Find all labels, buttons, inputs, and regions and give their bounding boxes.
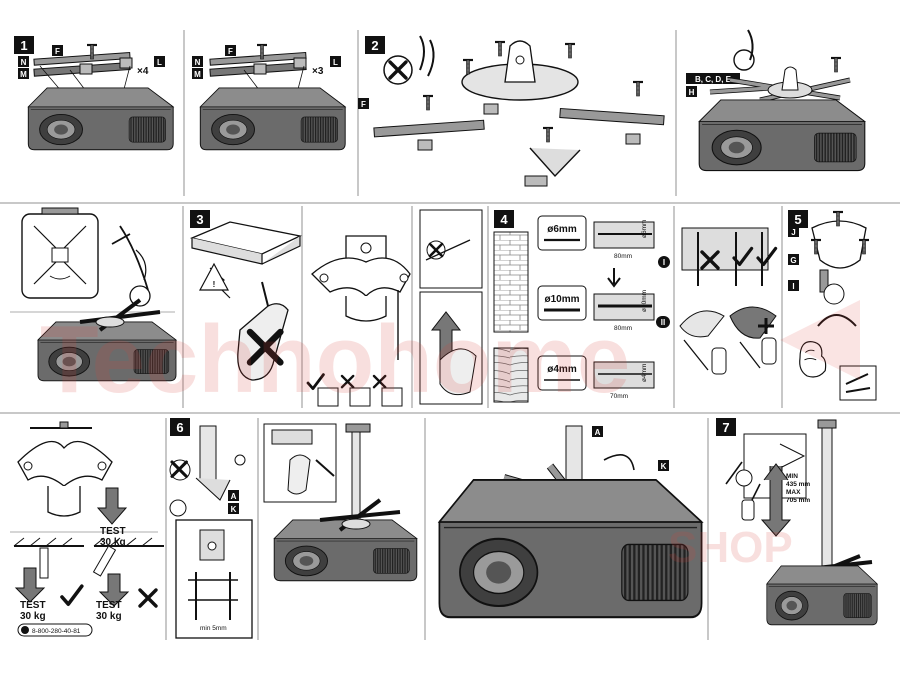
- step-5-number: 5: [794, 212, 801, 227]
- correct-icon-2: [60, 584, 84, 607]
- drill-bit-10: ø10mm: [544, 294, 579, 305]
- projector-drawing: [27, 87, 174, 151]
- part-label-L-b: L: [333, 58, 338, 67]
- part-label-N-b: N: [195, 58, 201, 67]
- part-label-G: G: [790, 256, 796, 265]
- wrong-icon-4: [138, 588, 158, 608]
- step-2-assembly-panel: B, C, D, E H: [686, 29, 866, 172]
- side-10: ø10mm: [641, 290, 648, 312]
- projector-drawing-large: [438, 478, 703, 619]
- projector-drawing-e: [273, 519, 418, 582]
- svg-text:!: !: [213, 280, 216, 289]
- part-label-K-2: K: [661, 462, 667, 471]
- projector-drawing-b: [199, 87, 346, 151]
- down-arrow-icon: [607, 268, 621, 288]
- step-7-panel: 7 MIN 435 mm MAX 705 mm: [716, 418, 878, 626]
- ceiling-plate-panel: [21, 207, 177, 382]
- height-max: MAX: [786, 489, 801, 496]
- depth-70: 70mm: [610, 393, 628, 400]
- side-6: ø6mm: [641, 220, 648, 238]
- step-2-number: 2: [371, 38, 378, 53]
- part-label-BCDE: B, C, D, E: [695, 75, 732, 84]
- step-1-badge: [14, 36, 34, 54]
- test-label-1: TEST: [100, 526, 126, 537]
- part-roman-1: I: [663, 258, 665, 267]
- step-2-panel: 2 F: [358, 35, 665, 187]
- depth-80-b: 80mm: [614, 325, 632, 332]
- projector-drawing-c: [698, 99, 866, 172]
- test-weight-2: 30 kg: [20, 611, 46, 622]
- height-min: MIN: [786, 473, 798, 480]
- part-label-F-b: F: [228, 47, 233, 56]
- height-max-value: 705 mm: [786, 497, 810, 504]
- part-label-A: A: [231, 492, 237, 501]
- part-label-I: I: [792, 282, 794, 291]
- part-label-F-2: F: [361, 100, 366, 109]
- anchor-check-panel: [679, 227, 778, 375]
- rail-right: [559, 107, 665, 126]
- drill-upwards-panel: [419, 209, 483, 405]
- part-label-M-b: M: [194, 70, 201, 79]
- rail-left: [373, 119, 485, 138]
- phone-number: 8-800-280-40-81: [32, 628, 81, 635]
- drill-bit-4: ø4mm: [547, 364, 577, 375]
- test-weight-3: 30 kg: [96, 611, 122, 622]
- step-7-number: 7: [722, 420, 729, 435]
- part-label-A-2: A: [595, 428, 601, 437]
- wood-wall-icon: [493, 347, 529, 403]
- watermark: Technohome SHOP: [40, 300, 860, 572]
- down-arrow-icon-2: [96, 487, 128, 525]
- part-label-L: L: [157, 58, 162, 67]
- test-label-2: TEST: [20, 600, 46, 611]
- part-label-H: H: [689, 88, 695, 97]
- min-gap-label: min 5mm: [200, 625, 227, 632]
- panel-grid: [0, 30, 900, 640]
- step-1-number: 1: [20, 38, 27, 53]
- quantity-x3: ×3: [312, 66, 324, 77]
- brick-wall-icon: [493, 231, 529, 333]
- part-label-K: K: [231, 505, 237, 514]
- height-arrow-icon: [760, 466, 792, 537]
- part-label-F: F: [55, 47, 60, 56]
- height-min-value: 435 mm: [786, 481, 810, 488]
- mount-rail: [33, 51, 131, 66]
- depth-80-a: 80mm: [614, 253, 632, 260]
- step-1-panel-b: F N M L ×3: [192, 43, 346, 151]
- step-3-panel: 3 !: [189, 210, 303, 381]
- step-6-number: 6: [176, 420, 183, 435]
- watermark-logo: [780, 300, 860, 380]
- part-roman-2: II: [661, 318, 665, 327]
- test-weight-1: 30 kg: [100, 537, 126, 548]
- part-label-J: J: [791, 228, 795, 237]
- projector-drawing-f: [766, 565, 878, 626]
- step-6-detail-panel: A K: [438, 425, 703, 619]
- quantity-x4: ×4: [137, 66, 149, 77]
- watermark-sub: SHOP: [668, 523, 793, 572]
- step-4-number: 4: [500, 212, 508, 227]
- step-3-number: 3: [196, 212, 203, 227]
- part-label-N: N: [21, 58, 27, 67]
- step-4-panel: 4 ø6mm ø10mm ø4mm 80mm ø6mm I 80mm ø10mm…: [493, 210, 670, 403]
- side-4: ø4mm: [641, 364, 648, 382]
- step-6-panel: 6 A K min 5mm: [169, 418, 253, 639]
- step-1-panel-a: 1 F N M L ×4: [14, 36, 174, 151]
- step-6-mount-panel: [263, 423, 418, 582]
- anchor-panel: [306, 235, 411, 407]
- step-5-panel: 5 J G I: [788, 210, 877, 401]
- phone-icon: [21, 626, 29, 634]
- watermark-text: Technohome: [40, 306, 630, 413]
- test-label-3: TEST: [96, 600, 122, 611]
- load-test-panel: TEST 30 kg TEST 30 kg TEST 30 kg 8-800-2…: [13, 421, 164, 637]
- drill-bit-6: ø6mm: [547, 224, 577, 235]
- part-label-M: M: [20, 70, 27, 79]
